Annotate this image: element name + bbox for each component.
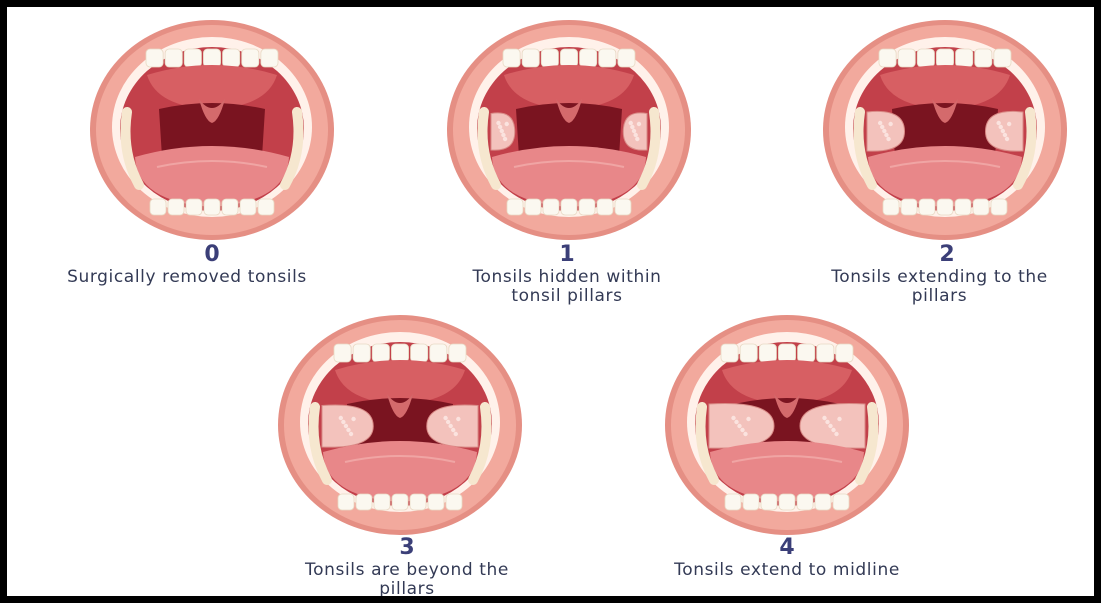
grade-number: 3 — [277, 537, 537, 559]
mouth-illustration-grade-1 — [444, 17, 694, 243]
mouth-illustration-grade-3 — [275, 312, 525, 538]
mouth-illustration-grade-4 — [662, 312, 912, 538]
grade-number: 1 — [437, 244, 697, 266]
grade-number: 2 — [817, 244, 1077, 266]
grade-description: Tonsils extending to the pillars — [787, 268, 1092, 306]
mouth-illustration-grade-0 — [87, 17, 337, 243]
grade-number: 4 — [657, 537, 917, 559]
tonsil-grading-diagram: 0 Surgically removed tonsils 1 Tonsils h… — [7, 7, 1094, 596]
grade-description: Tonsils are beyond the pillars — [247, 561, 567, 596]
grade-number: 0 — [82, 244, 342, 266]
mouth-illustration-grade-2 — [820, 17, 1070, 243]
grade-description: Tonsils extend to midline — [607, 561, 967, 580]
grade-description: Tonsils hidden within tonsil pillars — [407, 268, 727, 306]
grade-description: Surgically removed tonsils — [17, 268, 357, 287]
